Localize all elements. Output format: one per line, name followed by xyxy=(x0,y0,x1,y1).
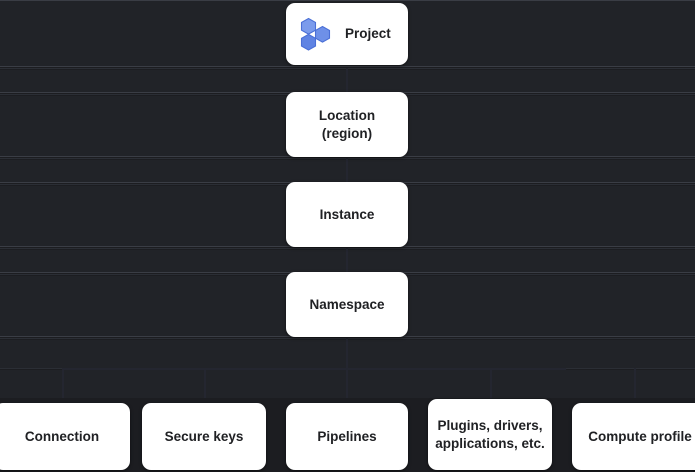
connector-drop-compute-profile xyxy=(634,368,636,398)
node-label: Location (region) xyxy=(318,108,376,141)
connector-drop-plugins xyxy=(490,368,492,398)
background-separator xyxy=(0,368,695,369)
node-label: Namespace xyxy=(309,296,385,312)
node-label: Plugins, drivers, applications, etc. xyxy=(435,418,545,451)
node-pipelines[interactable]: Pipelines xyxy=(286,403,408,470)
background-band xyxy=(0,70,695,92)
connector-instance-namespace xyxy=(346,248,348,272)
background-band xyxy=(0,160,695,182)
connector-drop-connection xyxy=(62,368,64,398)
background-band xyxy=(0,340,695,368)
node-project[interactable]: Project xyxy=(286,3,408,65)
node-label: Secure keys xyxy=(164,428,244,444)
background-band xyxy=(0,370,695,398)
node-label: Connection xyxy=(24,428,100,444)
node-connection[interactable]: Connection xyxy=(0,403,130,470)
connector-project-location xyxy=(346,68,348,92)
node-namespace[interactable]: Namespace xyxy=(286,272,408,337)
background-separator xyxy=(0,68,695,69)
node-label: Compute profile xyxy=(588,428,692,444)
node-compute-profile[interactable]: Compute profile xyxy=(572,403,695,470)
background-band xyxy=(0,250,695,272)
node-location[interactable]: Location (region) xyxy=(286,92,408,157)
connector-bus xyxy=(62,368,566,370)
node-instance[interactable]: Instance xyxy=(286,182,408,247)
node-label: Instance xyxy=(319,206,375,222)
background-separator xyxy=(0,248,695,249)
node-label: Pipelines xyxy=(317,428,377,444)
background-separator xyxy=(0,158,695,159)
background-separator xyxy=(0,66,695,67)
connector-namespace-bus xyxy=(346,338,348,368)
node-label: Project xyxy=(345,26,391,42)
background-separator xyxy=(0,0,695,1)
node-plugins[interactable]: Plugins, drivers, applications, etc. xyxy=(428,399,552,470)
hexagons-icon xyxy=(300,17,331,51)
background-separator xyxy=(0,338,695,339)
node-secure-keys[interactable]: Secure keys xyxy=(142,403,266,470)
connector-drop-secure-keys xyxy=(204,368,206,398)
connector-drop-pipelines xyxy=(346,368,348,398)
connector-location-instance xyxy=(346,158,348,182)
